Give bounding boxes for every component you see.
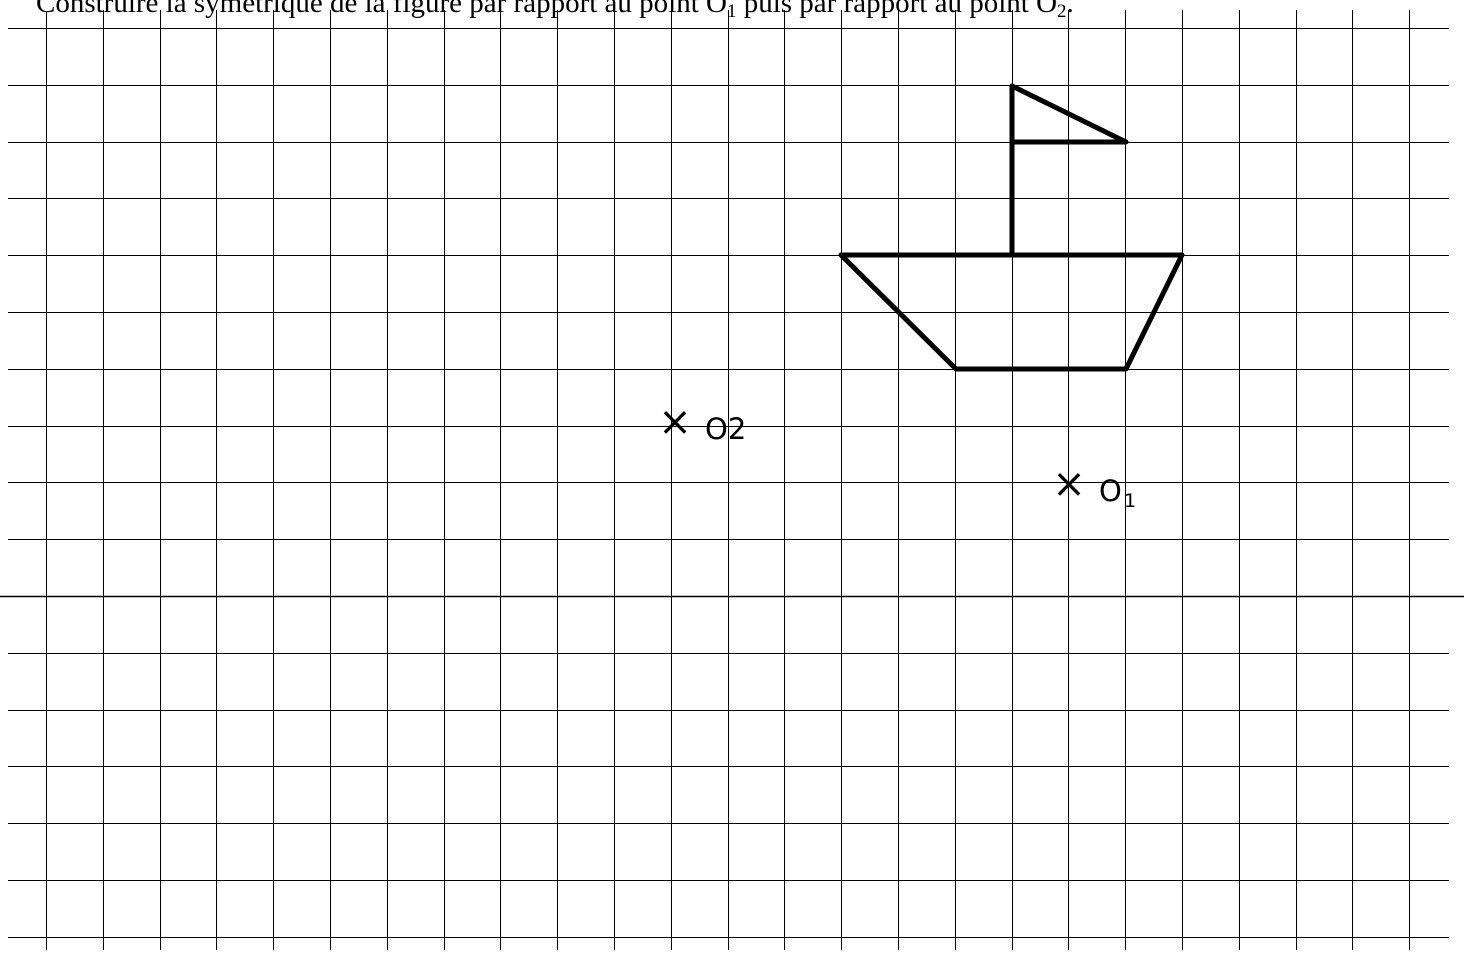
point-o1: × O 1 <box>1052 461 1136 512</box>
instruction-part3: . <box>1066 0 1074 19</box>
point-o2: × O2 <box>658 399 746 446</box>
boat-hull <box>838 252 1185 372</box>
point-o2-label: O2 <box>705 412 746 446</box>
boat-flag <box>1009 83 1129 145</box>
instruction-sub1: 1 <box>726 1 737 22</box>
instruction-part1: Construire la symétrique de la figure pa… <box>36 0 727 19</box>
point-o1-subscript: 1 <box>1124 490 1136 512</box>
boat-figure <box>838 83 1185 372</box>
point-o1-label: O <box>1099 474 1122 508</box>
instruction-part2: puis par rapport au point O <box>736 0 1058 19</box>
instruction-sub2: 2 <box>1057 1 1067 22</box>
grid-lines <box>0 10 1464 950</box>
point-o1-marker: × <box>1052 461 1086 507</box>
point-o2-marker: × <box>658 399 692 445</box>
instruction-text: Construire la symétrique de la figure pa… <box>36 0 1074 22</box>
